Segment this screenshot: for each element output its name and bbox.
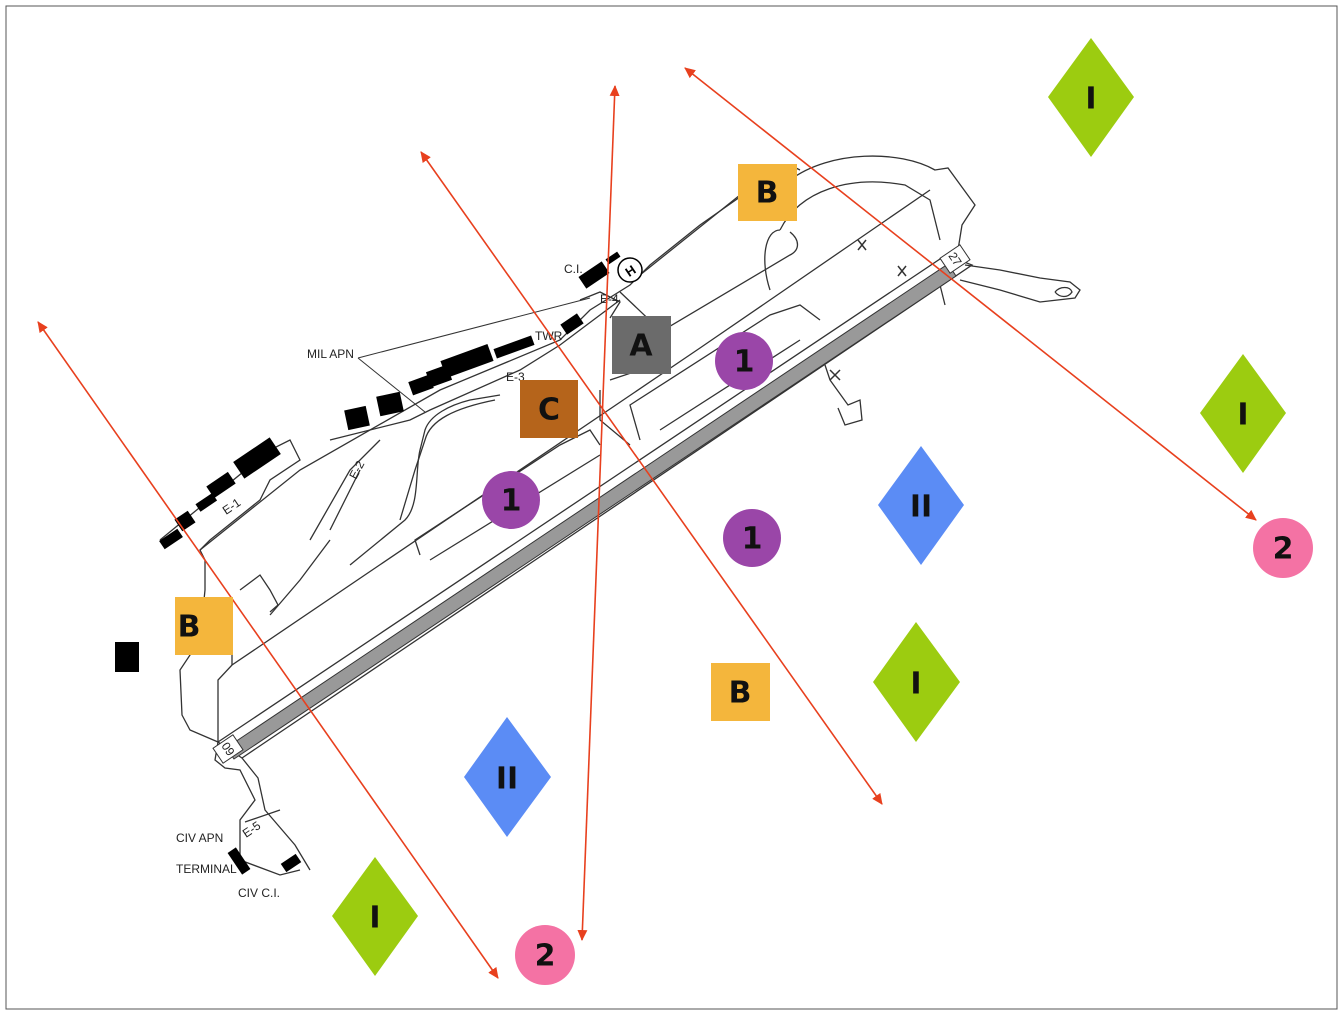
circle-marker-2-right: 2 (1253, 518, 1313, 578)
svg-text:B: B (178, 610, 201, 645)
diamond-marker-i-right: I (1200, 354, 1286, 473)
svg-text:II: II (496, 762, 518, 797)
square-marker-b-top: B (738, 164, 797, 221)
arrows (37, 67, 1257, 979)
label-ci: C.I. (564, 262, 583, 276)
svg-text:B: B (756, 176, 779, 211)
circle-marker-1-mid: 1 (723, 509, 781, 567)
svg-text:2: 2 (535, 939, 556, 974)
label-e4: E-4 (600, 292, 619, 306)
diamond-marker-i-mid: I (873, 622, 960, 742)
square-marker-b-mid: B (711, 663, 770, 721)
svg-text:I: I (1085, 82, 1096, 117)
arrow-3 (577, 85, 620, 941)
label-mil-apn: MIL APN (307, 347, 354, 361)
label-civ-apn: CIV APN (176, 831, 223, 845)
square-marker-a: A (612, 316, 671, 374)
diamond-marker-ii-mid: II (878, 446, 964, 565)
diamond-marker-ii-bottom: II (464, 717, 551, 837)
label-e1: E-1 (220, 495, 244, 517)
label-terminal: TERMINAL (176, 862, 237, 876)
circle-marker-2-bottom: 2 (515, 925, 575, 985)
label-e2: E-2 (346, 458, 367, 481)
diagram-frame (5, 5, 1338, 1010)
svg-text:I: I (910, 667, 921, 702)
svg-text:I: I (369, 901, 380, 936)
helipad-icon: H (617, 257, 643, 283)
arrow-2 (420, 151, 883, 805)
svg-text:I: I (1237, 398, 1248, 433)
svg-text:A: A (629, 329, 653, 364)
svg-text:2: 2 (1273, 532, 1294, 567)
label-civ-ci: CIV C.I. (238, 886, 280, 900)
arrow-4 (684, 67, 1257, 521)
label-e5: E-5 (240, 818, 264, 840)
diamond-marker-i-top: I (1048, 38, 1134, 157)
svg-text:1: 1 (742, 522, 763, 557)
circle-marker-1-left: 1 (482, 471, 540, 529)
svg-text:1: 1 (734, 345, 755, 380)
label-twr: TWR (535, 329, 563, 343)
svg-text:1: 1 (501, 484, 522, 519)
diamond-marker-i-bottom: I (332, 857, 418, 976)
svg-text:C: C (538, 393, 560, 428)
arrow-1 (37, 321, 499, 979)
square-marker-b-left: B (175, 597, 233, 655)
svg-text:II: II (910, 490, 932, 525)
svg-text:B: B (729, 676, 752, 711)
square-marker-c: C (520, 380, 578, 438)
circle-marker-1-upper: 1 (715, 332, 773, 390)
runway (225, 263, 957, 760)
